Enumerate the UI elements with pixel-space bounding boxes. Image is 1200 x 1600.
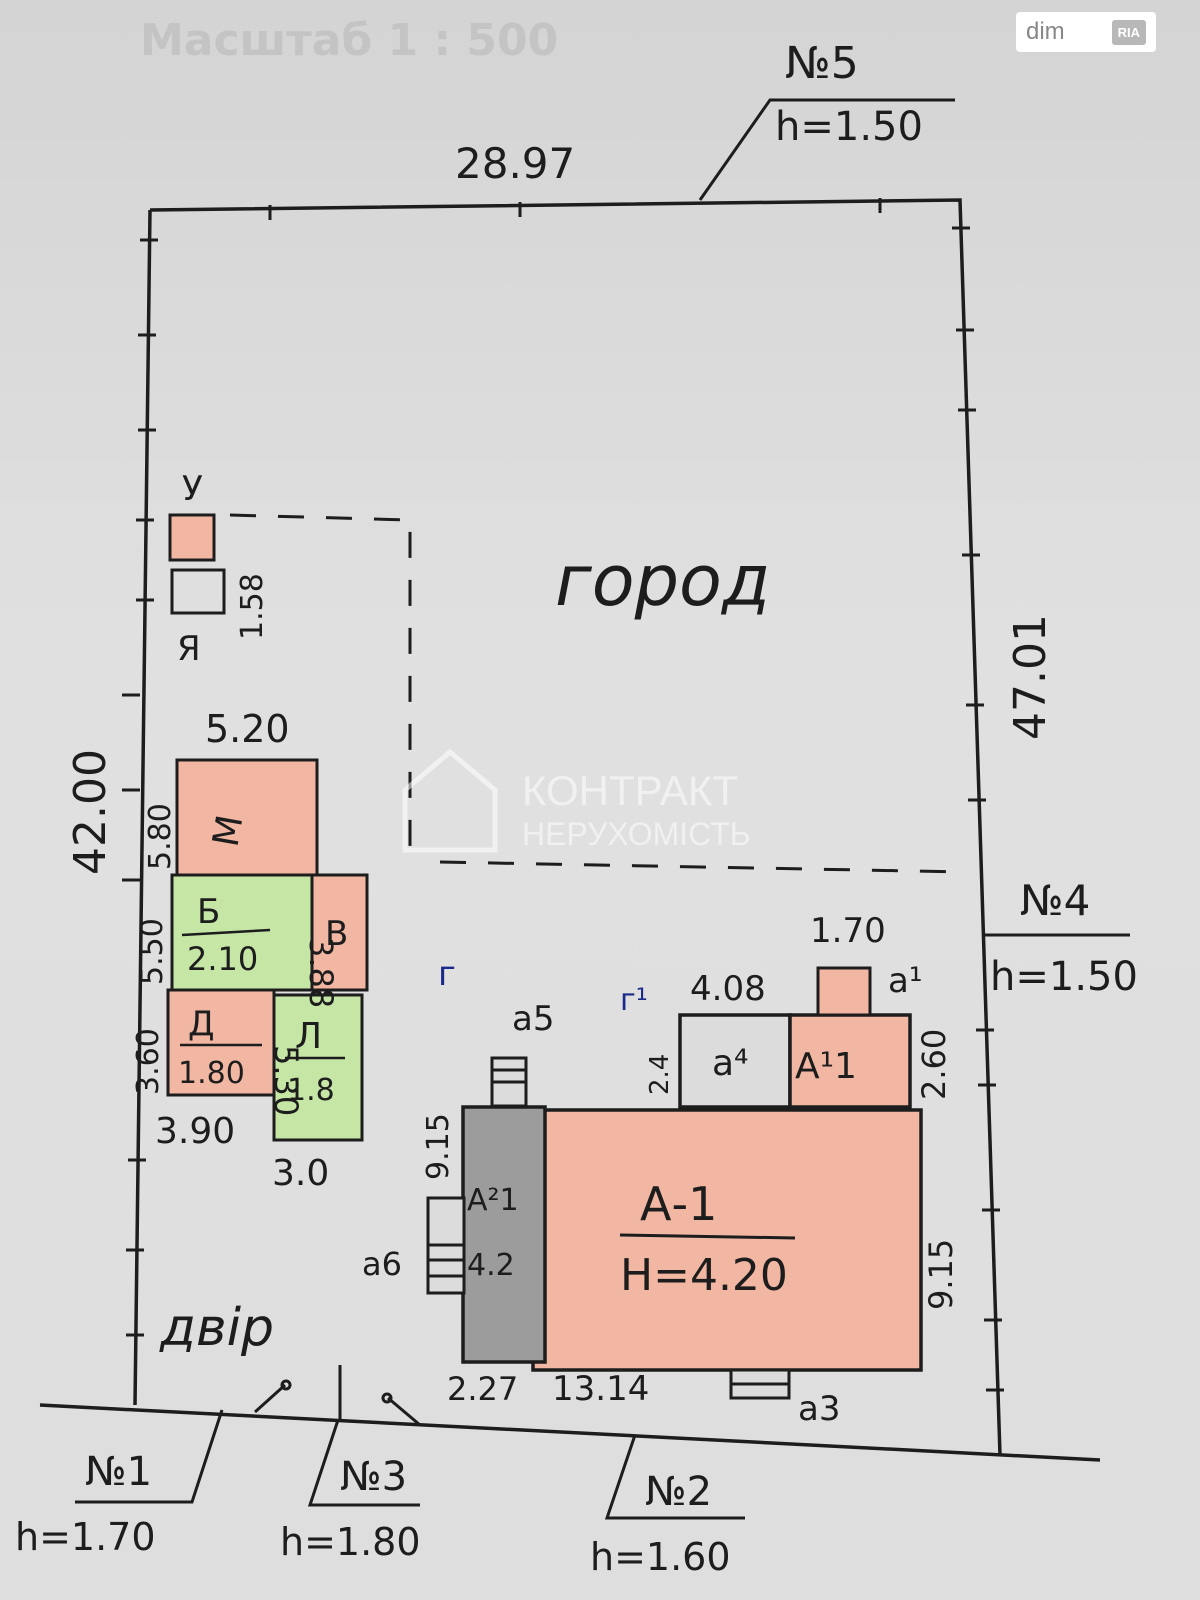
fence-1-id: №1 <box>85 1449 152 1495</box>
fence-3-leader <box>307 1419 420 1507</box>
main-house-divider <box>619 1233 796 1240</box>
annex-a4-height: 2.4 <box>645 1054 675 1095</box>
small-a1-width: 1.70 <box>810 911 886 951</box>
fence-5-height: h=1.50 <box>775 104 923 150</box>
annex-a1-name: А¹1 <box>795 1046 857 1087</box>
outbuildings-block <box>166 758 369 1142</box>
main-house-height: Н=4.20 <box>620 1250 788 1301</box>
annex-a2 <box>461 1105 547 1364</box>
porch-a3-label: а3 <box>798 1389 840 1429</box>
outbuilding-l-label: Л <box>295 1016 322 1057</box>
fence-2-leader <box>604 1434 745 1520</box>
right-length-label: 47.01 <box>1005 614 1056 740</box>
small-a1 <box>816 966 872 1017</box>
dim-ria-badge[interactable]: dim RIA <box>1016 12 1156 52</box>
shed-upper <box>168 513 216 562</box>
fence-1-height: h=1.70 <box>15 1515 156 1559</box>
outbuilding-l <box>272 993 364 1142</box>
outbuilding-m <box>175 758 319 877</box>
shed-dim: 1.58 <box>235 573 270 640</box>
fence-5-id: №5 <box>785 38 859 89</box>
shed-lower-label: Я <box>177 629 201 669</box>
outbuilding-b-divider <box>181 928 271 937</box>
porch-a6-label: а6 <box>362 1245 402 1283</box>
brand-line-1: КОНТРАКТ <box>522 767 738 814</box>
outbuilding-b-dim: 2.10 <box>187 940 258 978</box>
outbuilding-m-label: М <box>206 812 252 850</box>
annex-depth-dim: 9.15 <box>421 1113 456 1180</box>
fence-2-height: h=1.60 <box>590 1535 731 1579</box>
brand-line-2: НЕРУХОМІСТЬ <box>522 816 751 852</box>
fence-3-id: №3 <box>340 1454 407 1500</box>
annex-a1-right-dim: 2.60 <box>915 1029 953 1100</box>
small-a1-name: а¹ <box>888 961 922 1001</box>
fence-3-height: h=1.80 <box>280 1520 421 1564</box>
outbuilding-d-label: Д <box>188 1004 215 1044</box>
main-house-name: А-1 <box>640 1177 717 1231</box>
scale-watermark: Масштаб 1 : 500 <box>140 15 558 66</box>
porches <box>426 1056 791 1400</box>
garden-label: город <box>555 540 770 622</box>
annex-a2-name: А²1 <box>467 1183 519 1218</box>
fence-2-id: №2 <box>645 1469 712 1515</box>
house-logo-icon <box>402 748 498 853</box>
annex-a1 <box>788 1013 912 1109</box>
annex-a4-name: а⁴ <box>712 1043 749 1084</box>
outbuilding-bottom-dim-2: 3.0 <box>272 1153 329 1194</box>
fence-4-id: №4 <box>1020 876 1090 925</box>
plot-boundary <box>39 198 1101 1462</box>
left-length-label: 42.00 <box>65 749 116 875</box>
main-house <box>531 1108 923 1372</box>
annex-a4-width: 4.08 <box>690 969 766 1009</box>
boundary-ticks <box>122 198 1004 1392</box>
outbuilding-d-dim: 1.80 <box>178 1056 245 1091</box>
outbuilding-v-label: В <box>325 914 348 954</box>
main-house-width: 13.14 <box>552 1369 649 1409</box>
shed-upper-label: У <box>182 469 203 509</box>
badge-ria: RIA <box>1111 19 1146 45</box>
outbuilding-l-dim: 1.8 <box>287 1073 335 1108</box>
fence-5-leader <box>698 98 955 201</box>
outbuilding-bottom-dim-1: 3.90 <box>155 1111 235 1152</box>
outbuilding-top-dim: 5.20 <box>205 707 290 751</box>
outbuilding-right-dim: 5.30 <box>267 1045 305 1116</box>
brand-watermark: КОНТРАКТ НЕРУХОМІСТЬ <box>402 748 751 853</box>
porch-a5-label: а5 <box>512 999 554 1039</box>
annex-left-dim: 2.27 <box>447 1370 518 1408</box>
outbuilding-left-dim-3: 3.60 <box>131 1028 166 1095</box>
yard-marker: г <box>438 954 456 994</box>
outbuilding-v-dim: 3.88 <box>302 937 340 1008</box>
outbuilding-v <box>310 873 369 992</box>
pad-marker: г¹ <box>620 983 648 1018</box>
badge-dim: dim <box>1026 18 1065 45</box>
annex-a2-width: 4.2 <box>467 1248 515 1283</box>
shed-lower <box>170 568 226 615</box>
fence-4-height: h=1.50 <box>990 954 1138 1000</box>
top-length-label: 28.97 <box>455 139 575 188</box>
outbuilding-b-label: Б <box>197 892 220 932</box>
outbuilding-left-dim-1: 5.80 <box>143 803 178 870</box>
yard-label: двір <box>159 1298 274 1358</box>
fence-1-leader <box>75 1409 224 1504</box>
outbuilding-left-dim-2: 5.50 <box>135 918 170 985</box>
garden-boundary <box>229 513 966 874</box>
gates <box>253 1365 421 1427</box>
main-house-depth: 9.15 <box>922 1239 960 1310</box>
